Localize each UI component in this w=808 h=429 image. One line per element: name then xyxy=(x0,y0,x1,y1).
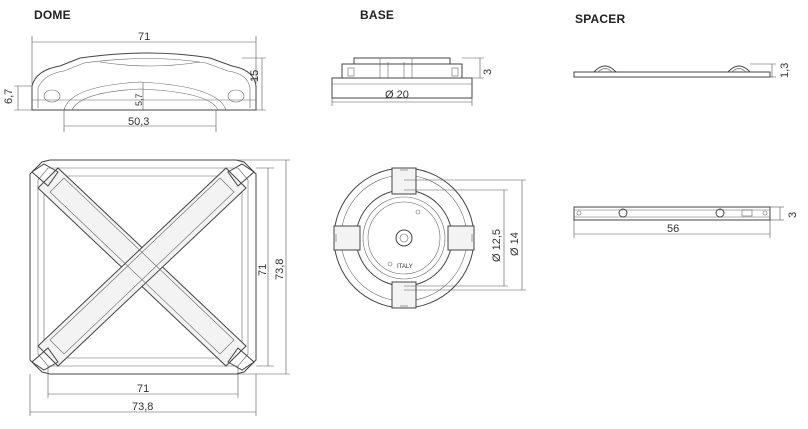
dome-side-view xyxy=(31,52,257,111)
dim-top-height-inner: 71 xyxy=(257,264,269,276)
base-side-view xyxy=(331,57,473,99)
dome-top-view xyxy=(29,159,257,375)
dim-dome-width: 71 xyxy=(138,31,150,43)
dim-dome-edge: 6,7 xyxy=(3,89,15,104)
base-title: BASE xyxy=(360,8,395,22)
dim-spacer-height: 1,3 xyxy=(779,63,791,78)
dim-base-outer-diameter: Ø 14 xyxy=(509,232,521,256)
dim-dome-inner-width: 50,3 xyxy=(128,116,149,128)
base-italy-mark: ITALY xyxy=(397,264,413,270)
dim-spacer-thickness: 3 xyxy=(787,212,799,218)
dim-base-height: 3 xyxy=(482,69,494,75)
dim-base-inner-diameter: Ø 12,5 xyxy=(491,229,503,262)
dim-dome-height: 15 xyxy=(249,70,261,82)
base-top-view xyxy=(333,167,475,309)
spacer-title: SPACER xyxy=(575,12,626,26)
dome-side-dimensions xyxy=(14,36,266,132)
dim-top-width-inner: 71 xyxy=(137,383,149,395)
spacer-top-view xyxy=(573,206,771,221)
dim-spacer-length: 56 xyxy=(667,223,679,235)
dim-top-width-outer: 73,8 xyxy=(132,401,153,413)
spacer-side-dimensions xyxy=(750,63,776,78)
base-top-dimensions xyxy=(404,179,526,291)
dome-title: DOME xyxy=(34,8,71,22)
spacer-side-view xyxy=(573,65,771,78)
base-side-dimensions xyxy=(331,57,484,106)
spacer-top-dimensions xyxy=(573,206,784,238)
dim-dome-inner-height: 5,7 xyxy=(134,93,144,106)
dome-top-dimensions xyxy=(29,159,290,416)
dim-top-height-outer: 73,8 xyxy=(274,259,286,280)
dim-base-diameter: Ø 20 xyxy=(385,89,409,101)
